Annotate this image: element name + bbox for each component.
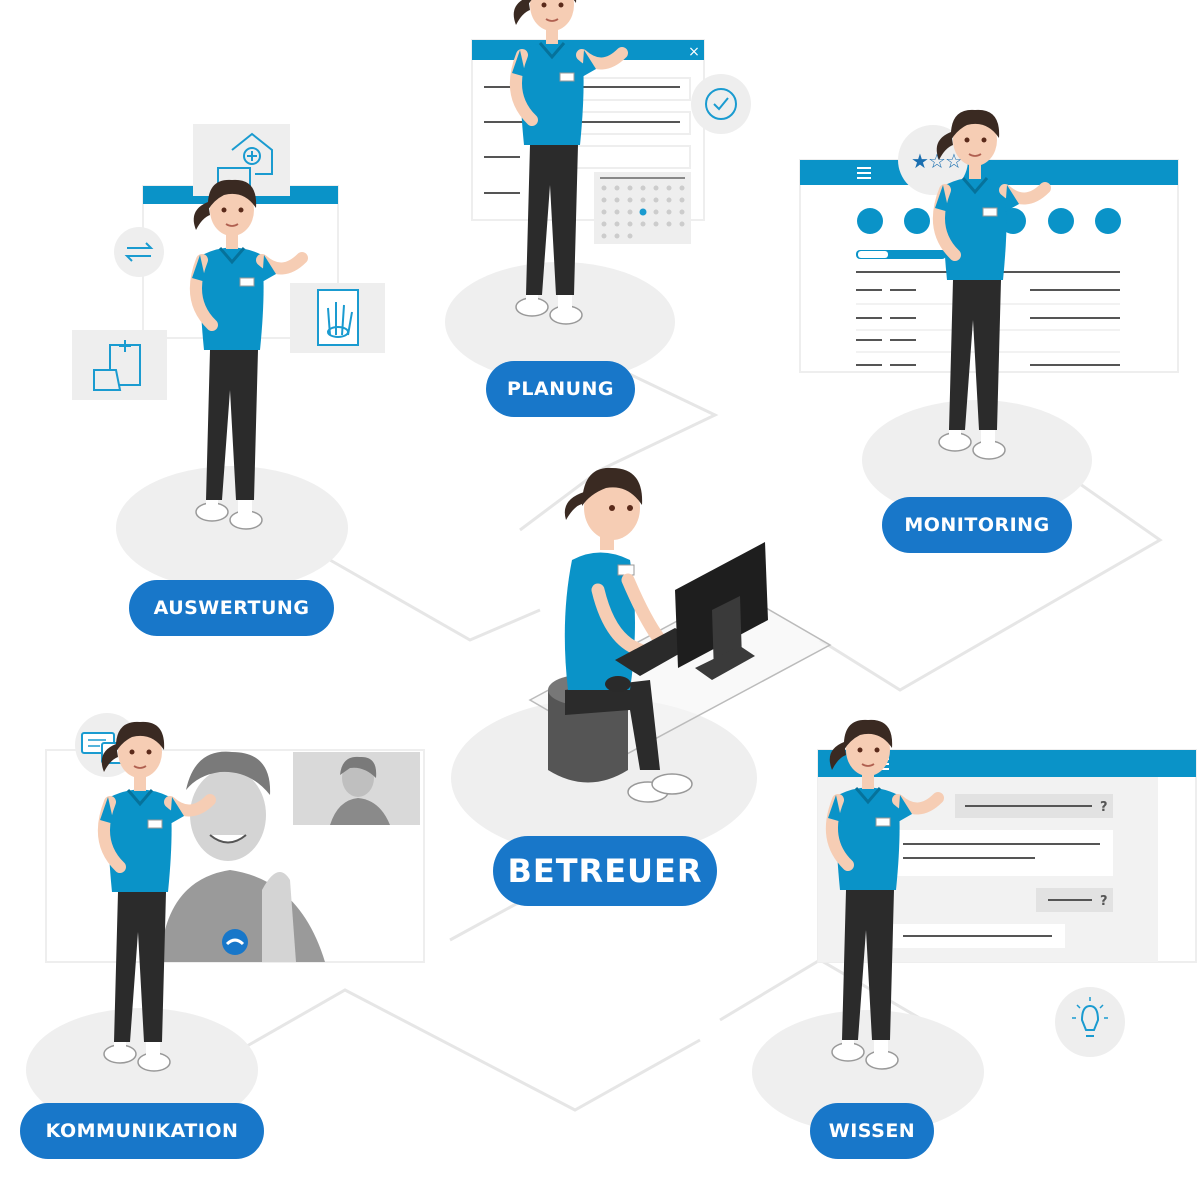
planung-scene: × bbox=[471, 0, 751, 324]
question-mark: ? bbox=[1100, 800, 1108, 815]
computer-monitor-icon bbox=[675, 542, 768, 680]
video-call-participant bbox=[160, 751, 325, 962]
close-icon[interactable]: × bbox=[688, 44, 700, 60]
label-kommunikation[interactable]: KOMMUNIKATION bbox=[20, 1103, 264, 1159]
lightbulb-icon bbox=[1055, 987, 1125, 1057]
hangup-phone-icon[interactable] bbox=[222, 929, 248, 955]
checkmark-circle-icon bbox=[691, 74, 751, 134]
svg-text:★: ★ bbox=[911, 149, 929, 173]
label-auswertung[interactable]: AUSWERTUNG bbox=[129, 580, 334, 636]
hamburger-menu-icon[interactable] bbox=[857, 167, 871, 179]
sync-arrows-icon bbox=[114, 227, 164, 277]
calendar-icon bbox=[594, 172, 691, 244]
wissen-scene: ? ? bbox=[817, 720, 1197, 1069]
kommunikation-scene bbox=[45, 713, 425, 1071]
hospital-folder-icon bbox=[72, 330, 167, 400]
auswertung-scene bbox=[72, 124, 385, 529]
question-mark: ? bbox=[1100, 894, 1108, 909]
label-betreuer[interactable]: BETREUER bbox=[493, 836, 717, 906]
label-wissen[interactable]: WISSEN bbox=[810, 1103, 934, 1159]
label-planung[interactable]: PLANUNG bbox=[486, 361, 635, 417]
monitoring-scene: ★ ☆ ☆ bbox=[799, 110, 1179, 459]
nurse-betreuer bbox=[564, 467, 693, 803]
label-monitoring[interactable]: MONITORING bbox=[882, 497, 1072, 553]
betreuer-scene bbox=[528, 467, 832, 803]
xray-hand-icon bbox=[290, 283, 385, 353]
